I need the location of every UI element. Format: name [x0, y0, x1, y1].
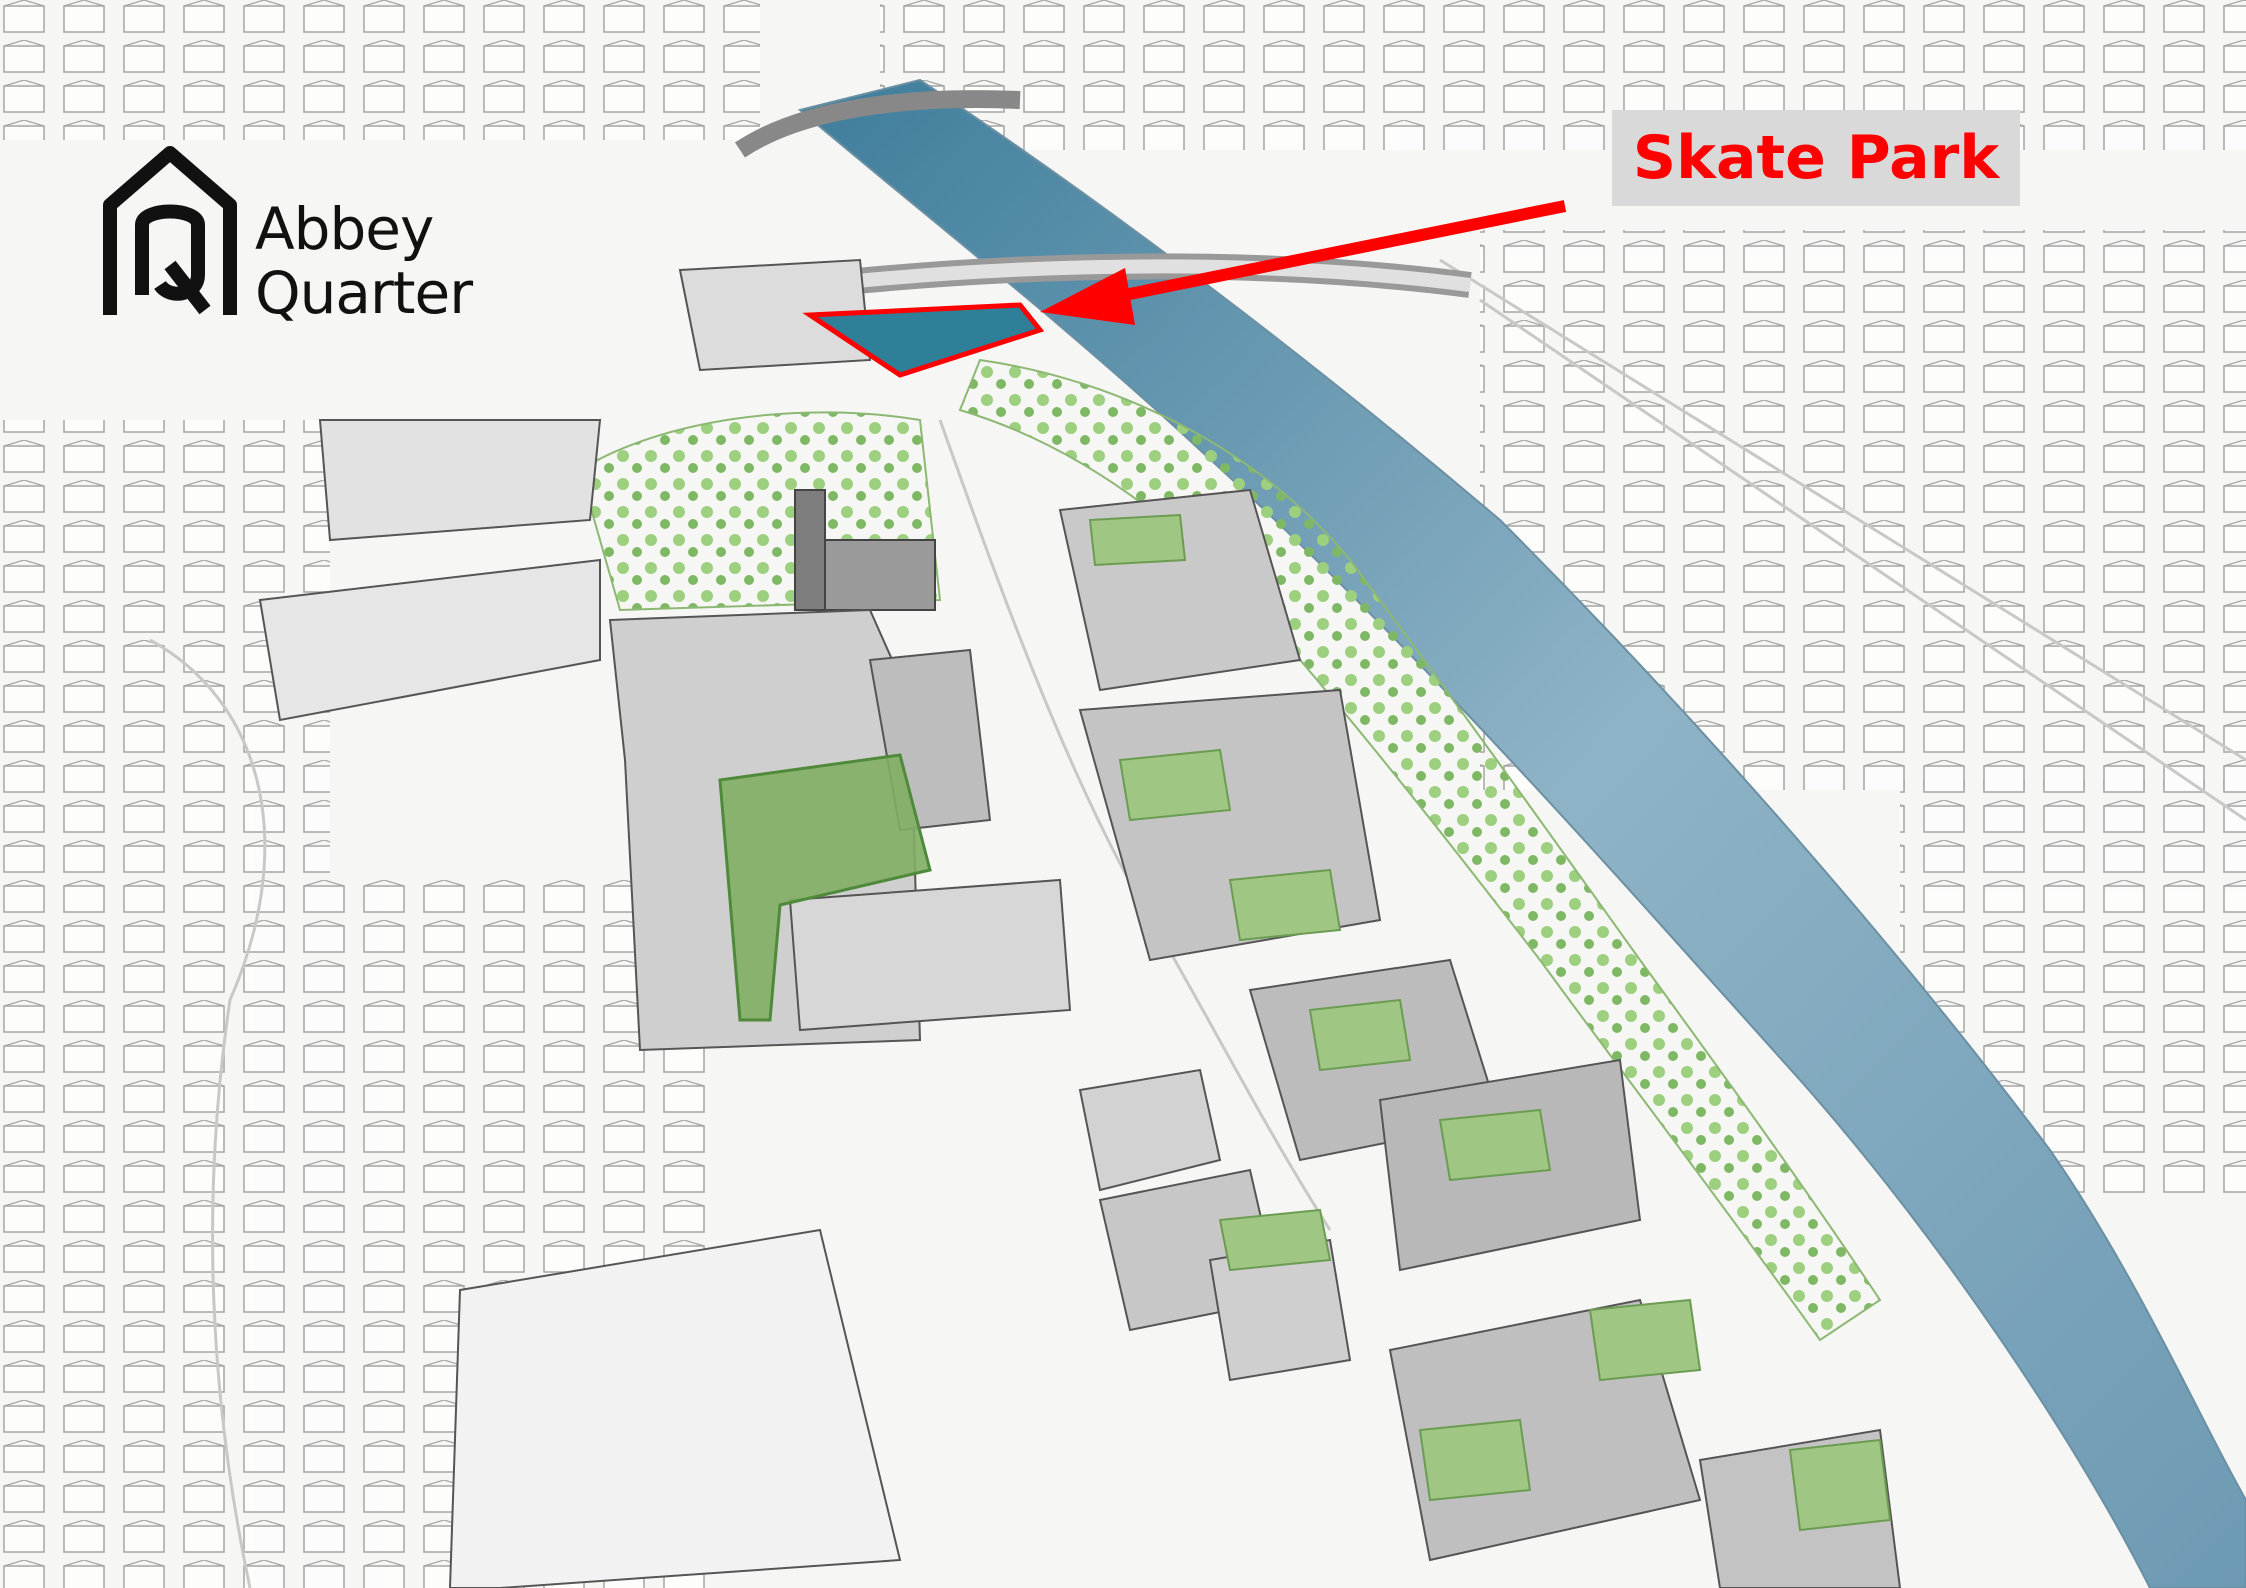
stone-bridge — [735, 90, 1021, 158]
logo-line-2: Quarter — [255, 259, 473, 327]
green-roofs — [1088, 513, 1892, 1532]
development-blocks — [258, 258, 1902, 1588]
abbey-ruins — [794, 489, 936, 611]
skate-park-arrow — [1040, 200, 1567, 325]
skate-park-callout: Skate Park — [1612, 110, 2020, 206]
skate-park-label: Skate Park — [1632, 123, 2000, 193]
skate-park-area — [802, 302, 1045, 378]
roads — [149, 258, 2246, 1588]
central-green-square — [718, 753, 932, 1022]
abbey-arch-q-icon — [103, 146, 237, 315]
logo-line-1: Abbey — [255, 195, 434, 263]
abbey-quarter-logo: Abbey Quarter — [100, 145, 540, 345]
logo-wordmark: Abbey Quarter — [255, 195, 473, 327]
